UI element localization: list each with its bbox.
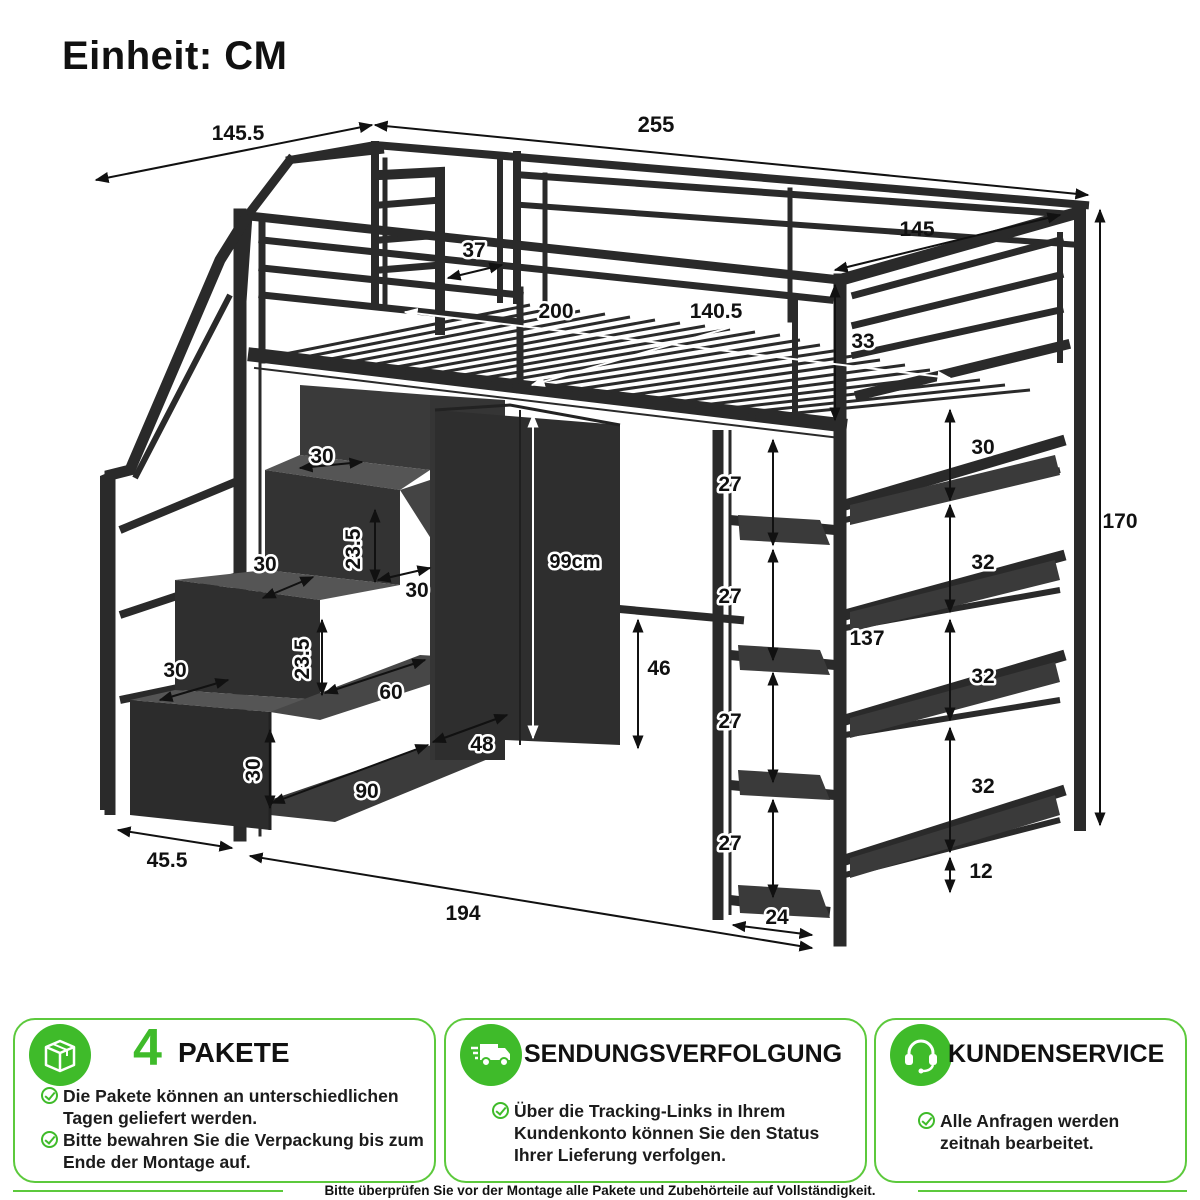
- footer-divider-right: [918, 1190, 1187, 1192]
- tracking-card: SENDUNGSVERFOLGUNG Über die Tracking-Lin…: [444, 1018, 867, 1183]
- dim-stair-shelf-upper-left: 30: [253, 553, 276, 576]
- check-circle-icon: [492, 1102, 509, 1119]
- dim-stair-bottom-shelf: 48: [470, 733, 494, 756]
- dim-stair-bottom-height: 30: [242, 758, 265, 781]
- ladder-shelf-boards: [738, 455, 1060, 918]
- dim-stair-depth: 45.5: [147, 849, 188, 872]
- unit-label: Einheit: CM: [62, 34, 288, 78]
- dim-stair-rise-lower: 23.5: [291, 638, 314, 679]
- dim-stair-shelf-upper-right: 30: [405, 579, 428, 602]
- dimension-lines-light: [403, 307, 952, 740]
- tracking-bullet-1-text: Über die Tracking-Links in Ihrem Kundenk…: [514, 1101, 820, 1165]
- wardrobe: [434, 403, 621, 760]
- dim-ladder-depth: 24: [765, 906, 789, 929]
- dim-side-bottom-gap: 12: [969, 860, 992, 883]
- dim-stair-shelf-lower-right: 60: [379, 681, 402, 704]
- dim-stair-rise-upper: 23.5: [342, 528, 365, 569]
- customer-service-card: KUNDENSERVICE Alle Anfragen werden zeitn…: [874, 1018, 1187, 1183]
- footer-note: Bitte überprüfen Sie vor der Montage all…: [0, 1180, 1200, 1200]
- customer-service-bullet-1: Alle Anfragen werden zeitnah bearbeitet.: [918, 1110, 1180, 1154]
- dim-ladder-gap-4: 27: [718, 832, 741, 855]
- dim-total-height: 170: [1102, 510, 1137, 533]
- headset-icon: [890, 1024, 952, 1086]
- packages-title: PAKETE: [178, 1037, 290, 1068]
- footer-divider-left: [13, 1190, 283, 1192]
- packages-bullet-2: Bitte bewahren Sie die Verpackung bis zu…: [41, 1129, 443, 1173]
- packages-bullet-1-text: Die Pakete können an unterschiedlichen T…: [63, 1086, 399, 1128]
- packages-bullet-2-text: Bitte bewahren Sie die Verpackung bis zu…: [63, 1130, 424, 1172]
- check-circle-icon: [41, 1131, 58, 1148]
- footer-text: Bitte überprüfen Sie vor der Montage all…: [316, 1182, 884, 1198]
- delivery-truck-icon: [460, 1024, 522, 1086]
- tracking-title: SENDUNGSVERFOLGUNG: [524, 1040, 843, 1068]
- customer-service-title: KUNDENSERVICE: [948, 1040, 1165, 1068]
- dim-ladder-gap-3: 27: [718, 710, 741, 733]
- dim-wardrobe-height: 99cm: [549, 551, 600, 573]
- check-circle-icon: [918, 1112, 935, 1129]
- dim-side-shelf-1: 30: [971, 436, 994, 459]
- packages-card: 4 PAKETE Die Pakete können an unterschie…: [13, 1018, 436, 1183]
- dim-side-shelf-2: 32: [971, 551, 994, 574]
- dim-mattress-width: 140.5: [690, 300, 743, 323]
- dim-stair-shelf-lower-left: 30: [163, 659, 186, 682]
- dimension-labels: 145.5 255 37 200 140.5 145 33 170 30 23.…: [147, 112, 1138, 932]
- dim-guard-gap: 37: [462, 239, 485, 262]
- dim-guard-height: 33: [851, 330, 874, 353]
- dim-length-top: 255: [638, 112, 675, 137]
- dim-depth-top: 145.5: [212, 122, 265, 145]
- package-icon: [29, 1024, 91, 1086]
- dim-rail-height: 46: [647, 657, 670, 680]
- dim-stair-step-top: 30: [310, 445, 333, 468]
- dim-stair-bottom-width: 90: [355, 780, 378, 803]
- tracking-bullet-1: Über die Tracking-Links in Ihrem Kundenk…: [492, 1100, 854, 1166]
- dim-side-shelf-3: 32: [971, 665, 994, 688]
- dim-floor-length: 194: [445, 902, 480, 925]
- package-count: 4: [133, 1019, 162, 1077]
- packages-bullet-1: Die Pakete können an unterschiedlichen T…: [41, 1085, 443, 1129]
- dim-mattress-length: 200: [538, 300, 573, 323]
- check-circle-icon: [41, 1087, 58, 1104]
- dim-ladder-gap-2: 27: [718, 585, 741, 608]
- dim-under-bed-height: 137: [849, 627, 884, 650]
- loft-bed-drawing: 145.5 255 37 200 140.5 145 33 170 30 23.…: [94, 112, 1138, 952]
- dim-bed-width: 145: [899, 218, 934, 241]
- dim-side-shelf-4: 32: [971, 775, 994, 798]
- dim-ladder-gap-1: 27: [718, 473, 741, 496]
- customer-service-bullet-1-text: Alle Anfragen werden zeitnah bearbeitet.: [940, 1111, 1120, 1153]
- dimension-lines: [94, 120, 1106, 952]
